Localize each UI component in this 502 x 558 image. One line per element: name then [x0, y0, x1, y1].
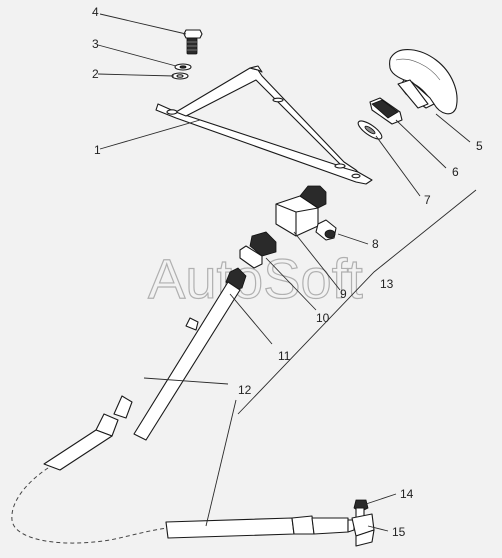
part-4-bolt — [183, 29, 203, 55]
part-7-washer — [357, 120, 383, 140]
leader-lines — [97, 13, 477, 532]
callout-7: 7 — [424, 193, 431, 207]
part-3-lock-washer — [174, 63, 192, 71]
callout-12: 12 — [238, 383, 252, 397]
part-1-bracket — [155, 65, 373, 185]
callout-labels: 4 3 2 1 5 6 7 8 9 13 10 11 12 14 15 — [92, 5, 483, 539]
callout-11: 11 — [278, 349, 291, 363]
part-11-shaft — [95, 267, 247, 441]
callout-10: 10 — [316, 311, 330, 325]
part-5-knob — [389, 49, 458, 115]
part-12-cable — [11, 429, 355, 544]
callout-1: 1 — [94, 143, 101, 157]
callout-13: 13 — [380, 277, 394, 291]
callout-8: 8 — [372, 237, 379, 251]
callout-3: 3 — [92, 37, 99, 51]
part-8-nipple — [315, 219, 337, 241]
callout-14: 14 — [400, 487, 414, 501]
callout-9: 9 — [340, 287, 347, 301]
callout-15: 15 — [392, 525, 406, 539]
part-15-clamp — [351, 513, 375, 547]
part-6-nut — [369, 97, 403, 125]
callout-2: 2 — [92, 67, 99, 81]
callout-6: 6 — [452, 165, 459, 179]
callout-5: 5 — [476, 139, 483, 153]
part-2-washer — [171, 72, 189, 80]
part-14-bolt — [353, 499, 369, 519]
part-10-fitting — [239, 231, 277, 269]
callout-4: 4 — [92, 5, 99, 19]
